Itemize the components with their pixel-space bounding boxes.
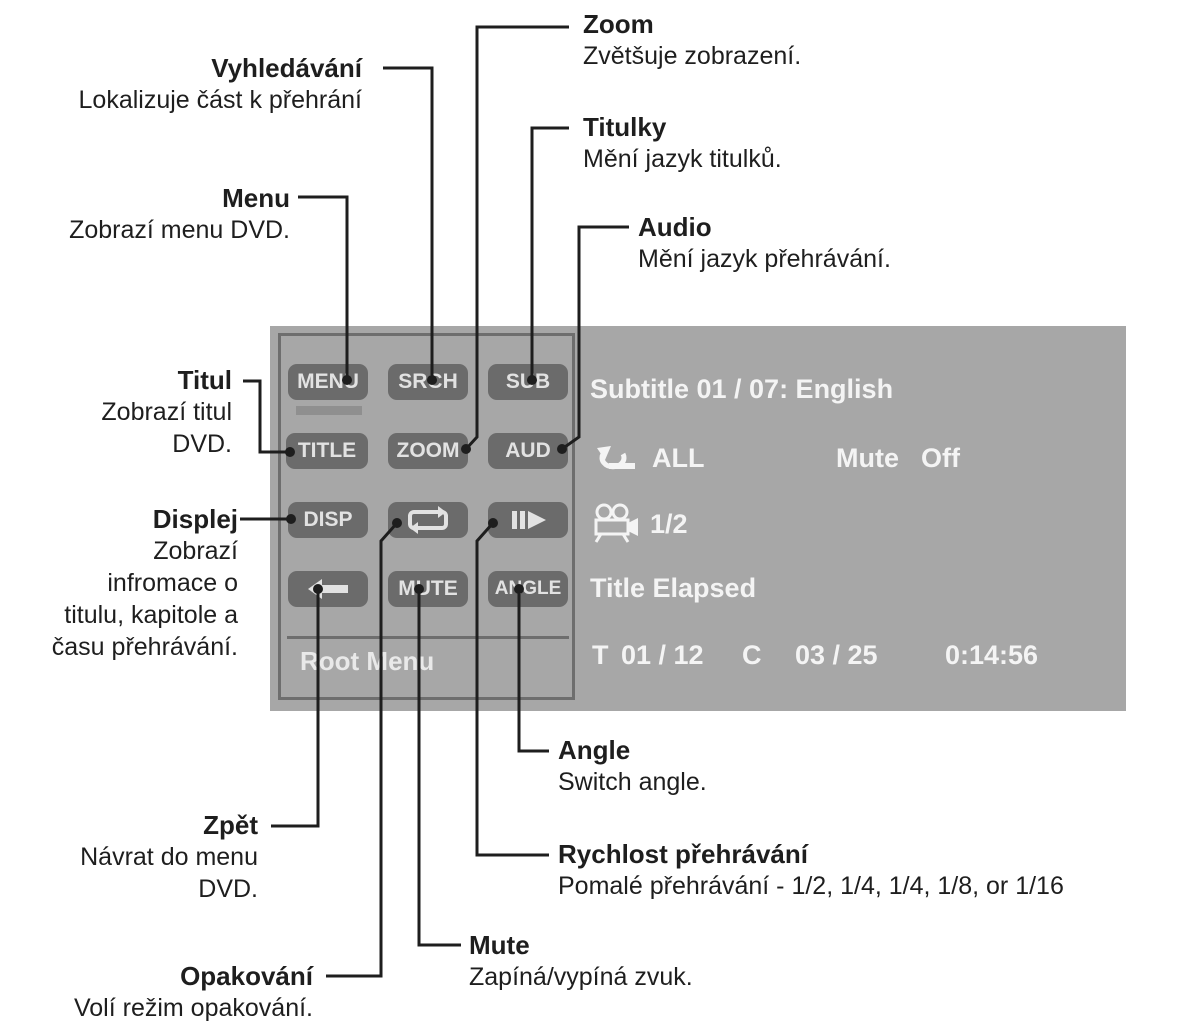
camera-angle-icon	[594, 503, 638, 543]
leader-back	[271, 589, 320, 828]
osd-subtitle: Subtitle 01 / 07: English	[590, 374, 894, 404]
audio-button[interactable]: AUD	[488, 433, 568, 469]
zoom-button[interactable]: ZOOM	[388, 433, 468, 469]
leader-menu	[298, 195, 349, 380]
root-menu-label: Root Menu	[300, 646, 435, 676]
display-button[interactable]: DISP	[288, 502, 368, 538]
label-back: Zpět Návrat do menu DVD.	[80, 810, 258, 903]
leader-subtitles	[530, 126, 569, 380]
leader-zoom	[464, 25, 569, 451]
slow-play-button[interactable]	[488, 502, 568, 538]
repeat-button-icon	[408, 506, 448, 534]
menu-button[interactable]: MENU	[288, 364, 368, 400]
osd-elapsed-label: Title Elapsed	[590, 573, 757, 603]
label-title: Titul Zobrazí titul DVD.	[101, 365, 232, 458]
leader-title	[243, 379, 290, 454]
repeat-icon	[597, 446, 635, 470]
leader-repeat	[326, 522, 399, 978]
osd-chapter-value: 03 / 25	[795, 640, 878, 670]
control-panel	[278, 333, 575, 700]
leader-mute	[417, 589, 461, 947]
leader-speed	[475, 522, 549, 857]
osd-chapter-label: C	[742, 640, 762, 670]
label-display: Displej Zobrazí infromace o titulu, kapi…	[51, 504, 238, 661]
panel-separator	[287, 636, 569, 639]
osd-time: 0:14:56	[945, 640, 1039, 670]
osd-mute-label: Mute	[836, 443, 899, 473]
leader-angle	[517, 589, 549, 753]
osd-repeat-mode: ALL	[652, 443, 705, 473]
mute-button[interactable]: MUTE	[388, 571, 468, 607]
leader-audio	[561, 225, 629, 451]
title-button[interactable]: TITLE	[286, 433, 368, 469]
repeat-button[interactable]	[388, 502, 468, 538]
slow-play-icon	[512, 511, 546, 529]
menu-highlight-bar	[296, 406, 362, 415]
osd-mute-value: Off	[921, 443, 960, 473]
osd-title-value: 01 / 12	[621, 640, 704, 670]
leader-search	[383, 66, 434, 380]
osd-angle: 1/2	[650, 509, 688, 539]
osd-title-label: T	[592, 640, 609, 670]
angle-button[interactable]: ANGLE	[488, 571, 568, 607]
